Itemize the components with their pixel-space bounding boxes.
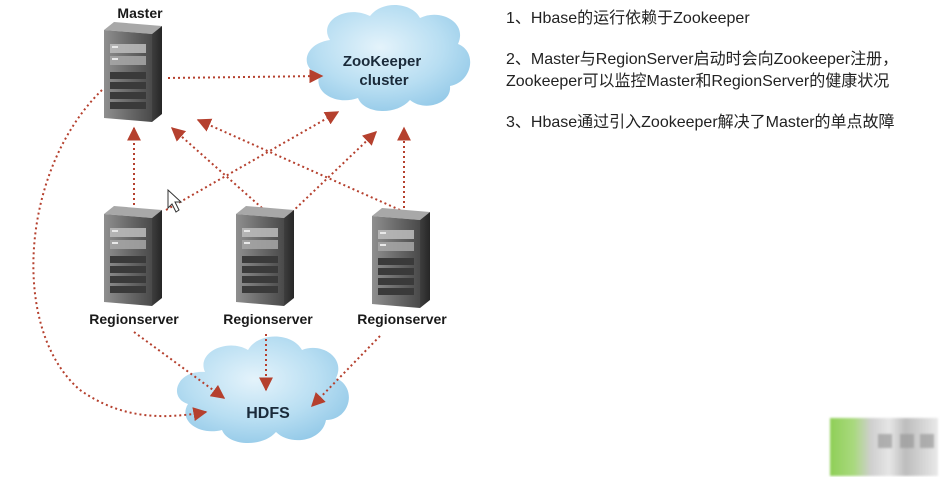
arrow-master-to-hdfs <box>32 89 208 422</box>
note-1: 1、Hbase的运行依赖于Zookeeper <box>506 10 750 27</box>
arrow-rs1-to-zookeeper <box>165 111 340 211</box>
arrow-rs3-to-master <box>196 118 401 211</box>
regionserver-label: Regionserver <box>89 311 179 327</box>
regionserver-3: Regionserver <box>357 208 447 327</box>
mouse-cursor-icon <box>167 188 183 213</box>
zookeeper-label-line2: cluster <box>359 72 408 89</box>
regionserver-label: Regionserver <box>357 311 447 327</box>
blurred-thumbnail <box>830 418 938 476</box>
master-label: Master <box>117 5 163 21</box>
regionserver-label: Regionserver <box>223 311 313 327</box>
zookeeper-label-line1: ZooKeeper <box>343 53 422 70</box>
notes-panel: 1、Hbase的运行依赖于Zookeeper 2、Master与RegionSe… <box>506 8 926 153</box>
connections <box>32 69 411 422</box>
master-server: Master <box>104 5 163 122</box>
hdfs-cloud: HDFS <box>176 336 349 444</box>
arrow-rs2-to-master <box>170 127 263 209</box>
zookeeper-cloud: ZooKeeper cluster <box>306 4 471 112</box>
note-2: 2、Master与RegionServer启动时会向Zookeeper注册，Zo… <box>506 51 899 90</box>
regionserver-1: Regionserver <box>89 206 179 327</box>
architecture-diagram: ZooKeeper cluster HDFS Master <box>32 4 471 444</box>
arrow-rs3-to-hdfs <box>311 335 381 408</box>
note-3: 3、Hbase通过引入Zookeeper解决了Master的单点故障 <box>506 114 895 131</box>
arrow-rs1-to-hdfs <box>133 331 226 399</box>
arrow-rs2-to-zookeeper <box>291 131 378 213</box>
regionserver-2: Regionserver <box>223 206 313 327</box>
hdfs-label: HDFS <box>246 405 290 422</box>
arrow-master-to-zookeeper <box>167 69 324 84</box>
